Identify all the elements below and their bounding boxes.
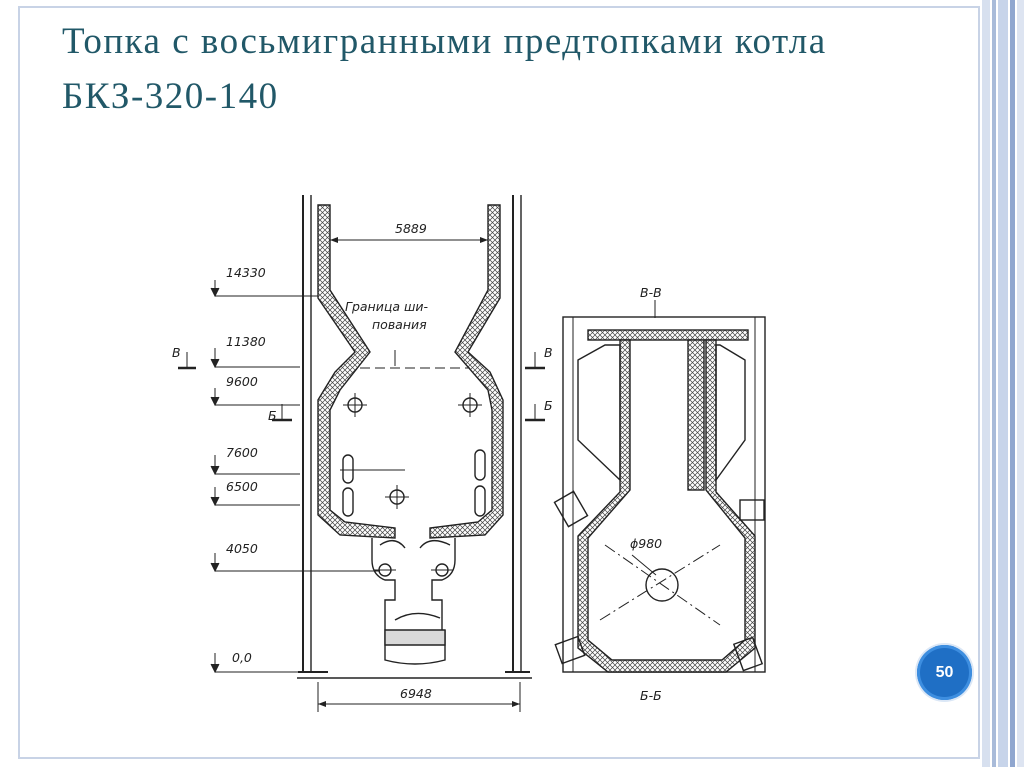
diameter-label: ϕ980: [630, 536, 662, 551]
elev-4050: 4050: [226, 541, 258, 556]
elev-6500: 6500: [226, 479, 258, 494]
elev-11380: 11380: [226, 334, 266, 349]
right-wall: [429, 204, 504, 539]
decor-stripe: [998, 0, 1008, 767]
slide-title: Топка с восьмигранными предтопками котла…: [62, 21, 827, 117]
cut-v-right: В: [544, 345, 553, 360]
elev-14330: 14330: [226, 265, 266, 280]
decor-stripe: [992, 0, 996, 767]
elevation-view: [178, 195, 545, 712]
boundary-label-line2: пования: [372, 317, 427, 332]
octagon-wall: [577, 339, 756, 673]
decor-stripe: [1010, 0, 1015, 767]
dim-bottom-width: 6948: [400, 686, 432, 701]
slide-frame: [18, 6, 980, 759]
decor-stripe: [982, 0, 990, 767]
cut-b-right: Б: [544, 398, 553, 413]
dim-top-width: 5889: [395, 221, 427, 236]
boundary-label-line1: Граница ши-: [345, 299, 429, 314]
section-label-top: В-В: [640, 285, 662, 300]
elev-9600: 9600: [226, 374, 258, 389]
page-number-badge: 50: [917, 645, 972, 700]
cut-v-left: В: [172, 345, 181, 360]
cut-b-left: Б: [268, 408, 277, 423]
elev-7600: 7600: [226, 445, 258, 460]
section-view: [553, 300, 766, 673]
decor-stripe: [1017, 0, 1024, 767]
elev-0: 0,0: [232, 650, 252, 665]
section-label-bottom: Б-Б: [640, 688, 662, 703]
left-wall: [317, 204, 396, 539]
furnace-drawing: 5889 6948 Граница ши- пования 14330 1138…: [172, 195, 766, 712]
